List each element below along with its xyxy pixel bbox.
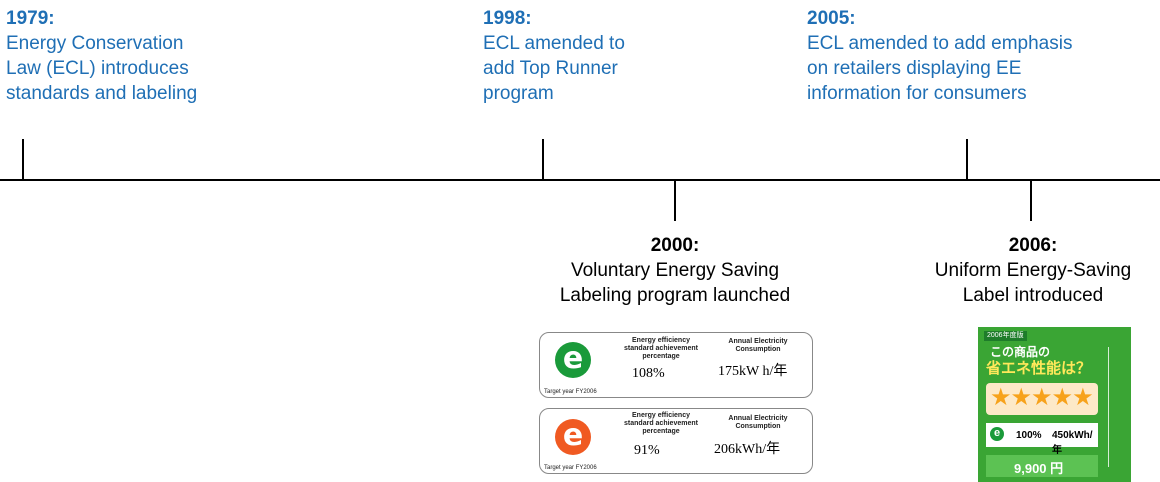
target-year: Target year FY2006 [544,389,597,395]
milestone-text: Uniform Energy-Saving [934,260,1132,281]
label-title-2: 省エネ性能は？ [986,360,1092,377]
milestone-text: Label introduced [962,285,1104,306]
tick-2005 [966,139,968,180]
efficiency-heading: Energy efficiency standard achievement p… [624,337,698,360]
milestone-1998: 1998: ECL amended to add Top Runner prog… [483,6,733,106]
uniform-energy-label: 2006年度版 この商品の 省エネ性能は？ ★★★★★ e 100% 450kW… [978,327,1131,482]
milestone-year: 2005: [807,8,856,29]
milestone-2006: 2006: Uniform Energy-Saving Label introd… [913,233,1153,308]
milestone-text: ECL amended to [483,33,625,54]
star-rating-icon: ★★★★★ [990,384,1094,411]
efficiency-value: 91% [634,443,660,458]
milestone-2000: 2000: Voluntary Energy Saving Labeling p… [545,233,805,308]
tick-2006 [1030,180,1032,221]
milestone-text: add Top Runner [483,58,618,79]
cost-strip: 9,900 円 [986,455,1098,477]
annual-kwh: 450kWh/年 [1052,430,1093,456]
e-mark-green-icon: e [555,342,591,378]
consumption-heading: Annual Electricity Consumption [728,415,788,430]
efficiency-percent: 100% [1016,430,1042,441]
efficiency-value: 108% [632,366,665,381]
consumption-value: 206kWh/年 [714,442,781,457]
tick-1979 [22,139,24,180]
milestone-text: Voluntary Energy Saving [570,260,780,281]
milestone-text: information for consumers [807,83,1027,104]
tick-1998 [542,139,544,180]
target-year: Target year FY2006 [544,465,597,471]
milestone-1979: 1979: Energy Conservation Law (ECL) intr… [6,6,306,106]
milestone-2005: 2005: ECL amended to add emphasis on ret… [807,6,1157,106]
milestone-text: Labeling program launched [559,285,791,306]
timeline-axis [0,179,1160,181]
voluntary-label-orange: e Energy efficiency standard achievement… [539,408,813,474]
milestone-text: program [483,83,554,104]
milestone-year: 1979: [6,8,55,29]
milestone-year: 1998: [483,8,532,29]
milestone-text: on retailers displaying EE [807,58,1022,79]
e-mark-small-icon: e [990,427,1004,441]
milestone-text: Law (ECL) introduces [6,58,189,79]
voluntary-label-green: e Energy efficiency standard achievement… [539,332,813,398]
label-badge: 2006年度版 [984,331,1027,341]
tick-2000 [674,180,676,221]
star-rating-strip: ★★★★★ [986,383,1098,415]
milestone-year: 2006: [1008,235,1058,256]
efficiency-heading: Energy efficiency standard achievement p… [624,412,698,435]
callout-line [1108,347,1109,467]
milestone-year: 2000: [650,235,700,256]
consumption-heading: Annual Electricity Consumption [728,338,788,353]
efficiency-strip: e 100% 450kWh/年 [986,423,1098,456]
milestone-text: standards and labeling [6,83,198,104]
milestone-text: Energy Conservation [6,33,184,54]
milestone-text: ECL amended to add emphasis [807,33,1073,54]
e-mark-orange-icon: e [555,419,591,455]
consumption-value: 175kW h/年 [718,364,788,379]
annual-cost: 9,900 円 [1014,461,1064,476]
label-title-1: この商品の [990,345,1051,359]
